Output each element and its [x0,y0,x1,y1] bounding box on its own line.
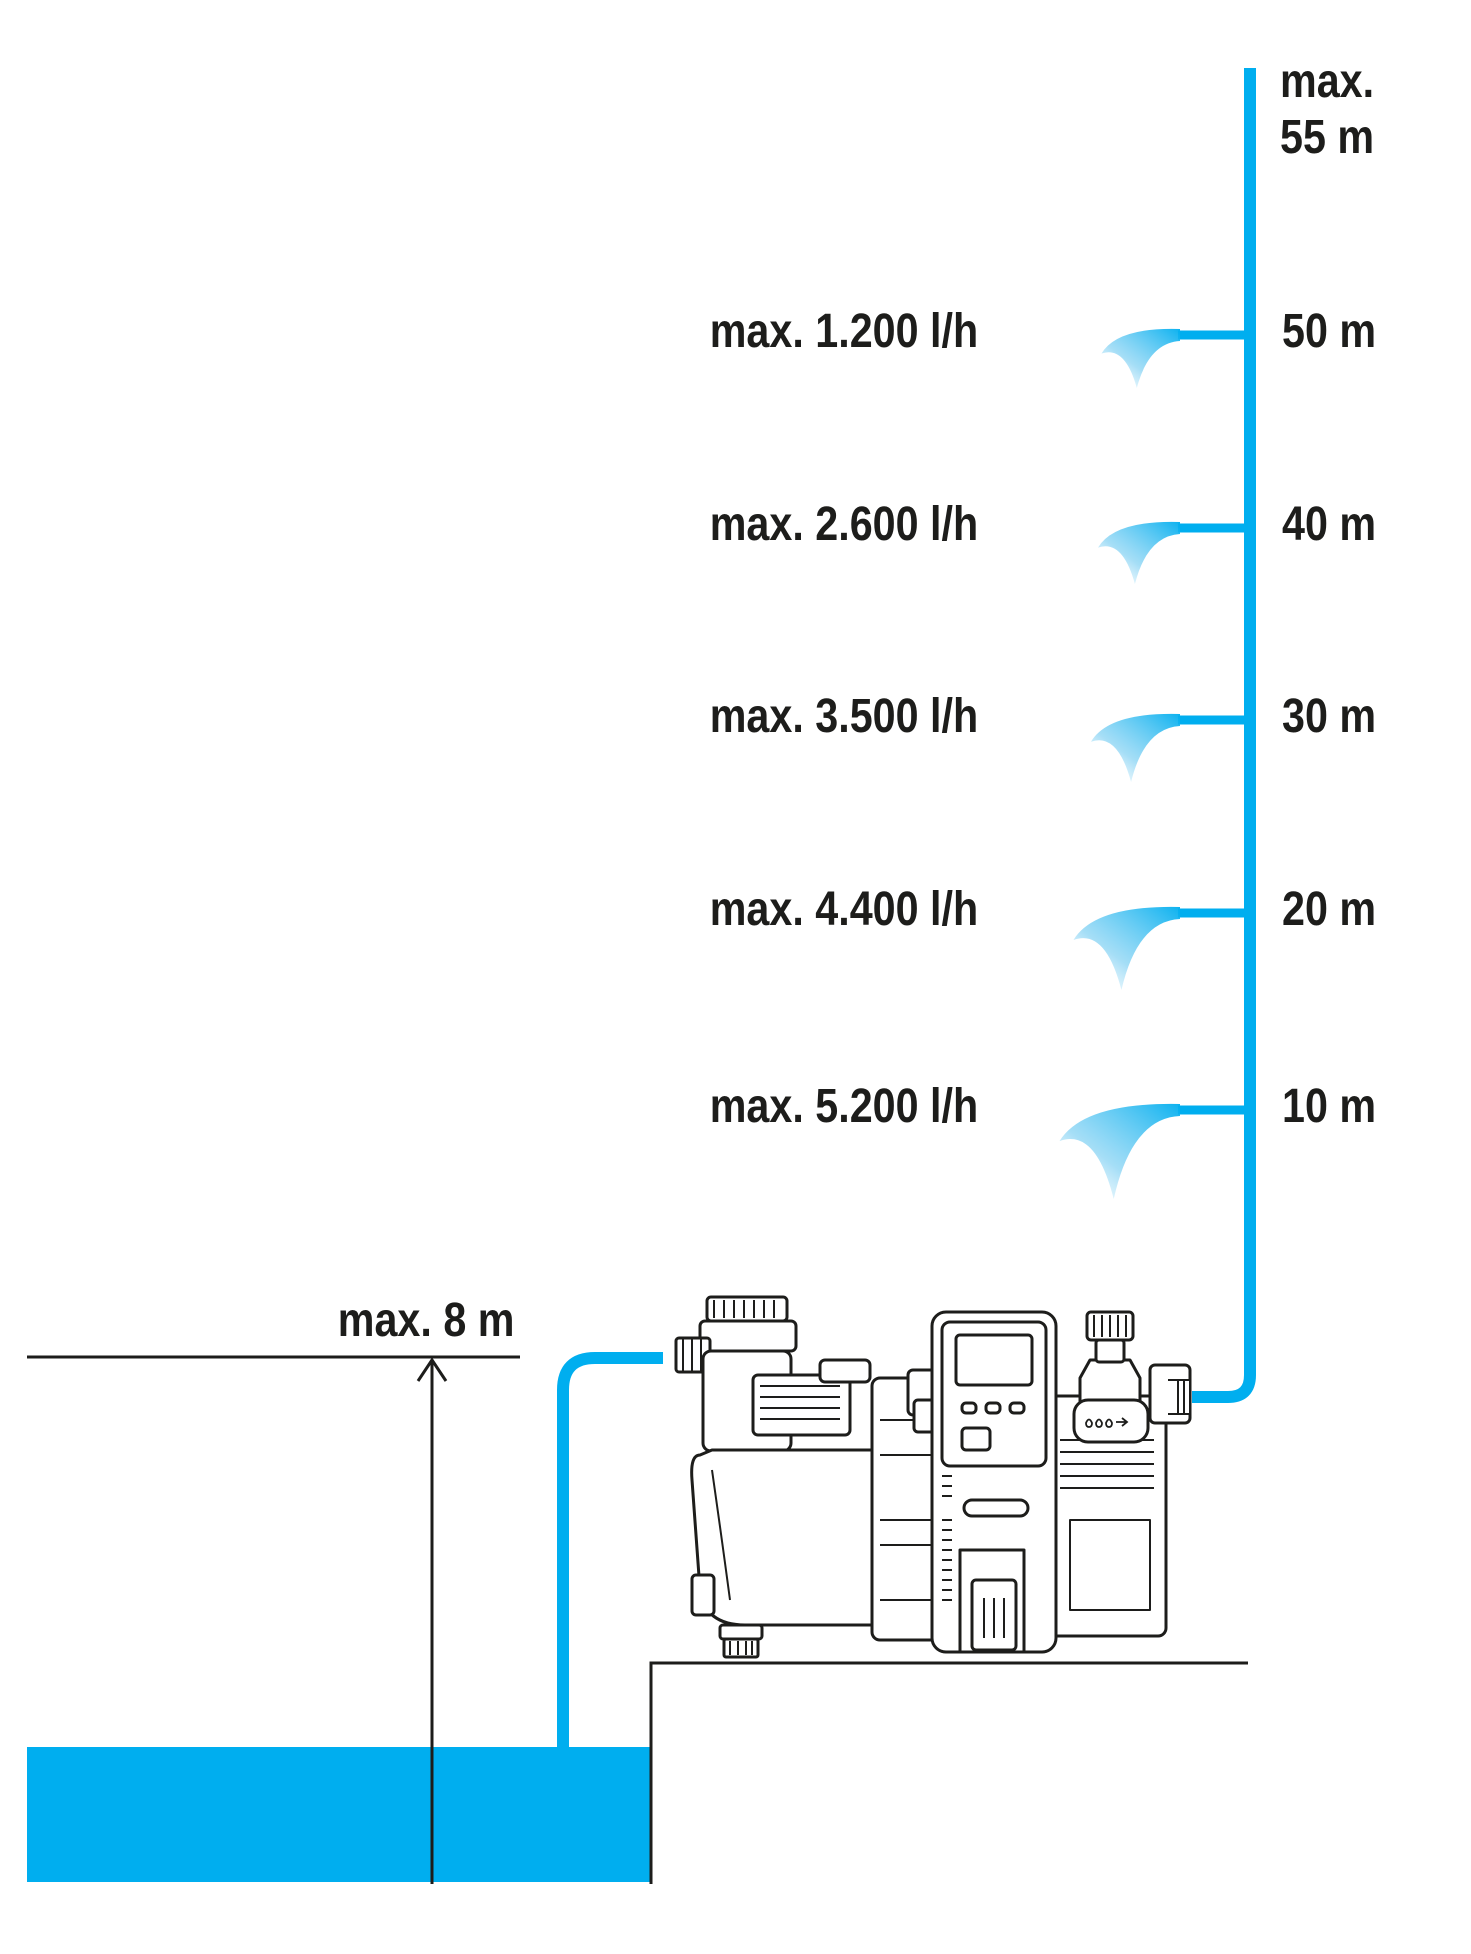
level-height-label: 10 m [1282,1080,1377,1133]
suction-height-arrow [416,1357,448,1884]
level-flow-label: max. 4.400 l/h [709,883,978,936]
garden-pump-icon [674,1295,1192,1659]
level-height-label: 40 m [1282,498,1377,551]
water-spray-jet [1101,328,1180,388]
level-height-label: 30 m [1282,690,1377,743]
level-height-label: 20 m [1282,883,1377,936]
level-flow-label: max. 2.600 l/h [709,498,978,551]
outlet-taps [1059,328,1250,1199]
pressure-pipe [1192,68,1256,1403]
water-reservoir [27,1747,652,1882]
level-flow-label: max. 5.200 l/h [709,1080,978,1133]
suction-hose [557,1352,663,1750]
max-height-value: 55 m [1280,111,1375,164]
water-flow-icon [1085,1417,1129,1428]
max-height-label: max. 55 m [1280,54,1374,166]
water-spray-jet [1059,1103,1180,1199]
level-flow-label: max. 3.500 l/h [709,690,978,743]
water-spray-jet [1091,713,1180,782]
water-spray-jet [1098,521,1180,584]
max-height-prefix: max. [1280,55,1375,108]
suction-height-label: max. 8 m [337,1294,514,1347]
water-spray-jet [1073,906,1180,990]
ground-platform [649,1661,1248,1884]
level-flow-label: max. 1.200 l/h [709,305,978,358]
level-height-label: 50 m [1282,305,1377,358]
